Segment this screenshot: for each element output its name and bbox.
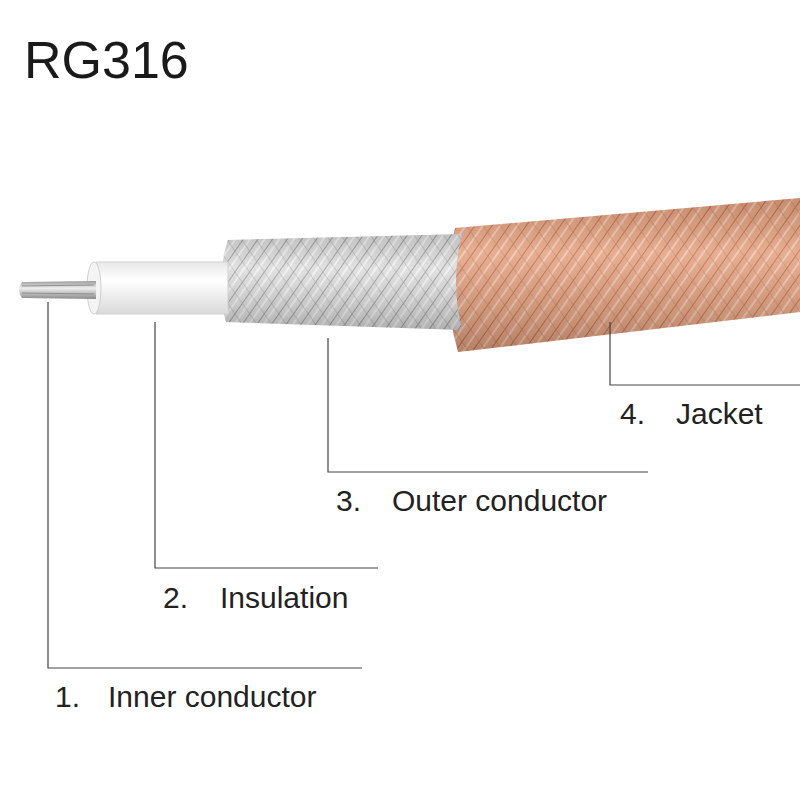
part-name: Inner conductor <box>108 682 316 712</box>
braid-weave <box>220 234 462 330</box>
jacket-shade <box>448 198 800 352</box>
callout-number: 2. <box>163 583 188 613</box>
jacket-shape <box>448 198 800 352</box>
braid-shade <box>220 234 462 330</box>
callout-number: 1. <box>55 682 80 712</box>
diagram-title: RG316 <box>24 34 189 86</box>
insulation-shape <box>90 262 228 314</box>
callout-number: 3. <box>336 486 361 516</box>
wire-strand <box>22 293 94 294</box>
part-name: Jacket <box>676 399 763 429</box>
part-name: Insulation <box>220 583 348 613</box>
leader-line <box>48 302 362 668</box>
leader-line <box>155 322 378 568</box>
leader-line <box>328 338 648 472</box>
inner-wire <box>19 281 96 299</box>
callout-number: 4. <box>620 399 645 429</box>
leader-line <box>610 322 800 385</box>
part-name: Outer conductor <box>392 486 607 516</box>
braid-shape <box>220 234 462 330</box>
jacket-weave <box>448 198 800 352</box>
wire-strand <box>22 285 94 286</box>
